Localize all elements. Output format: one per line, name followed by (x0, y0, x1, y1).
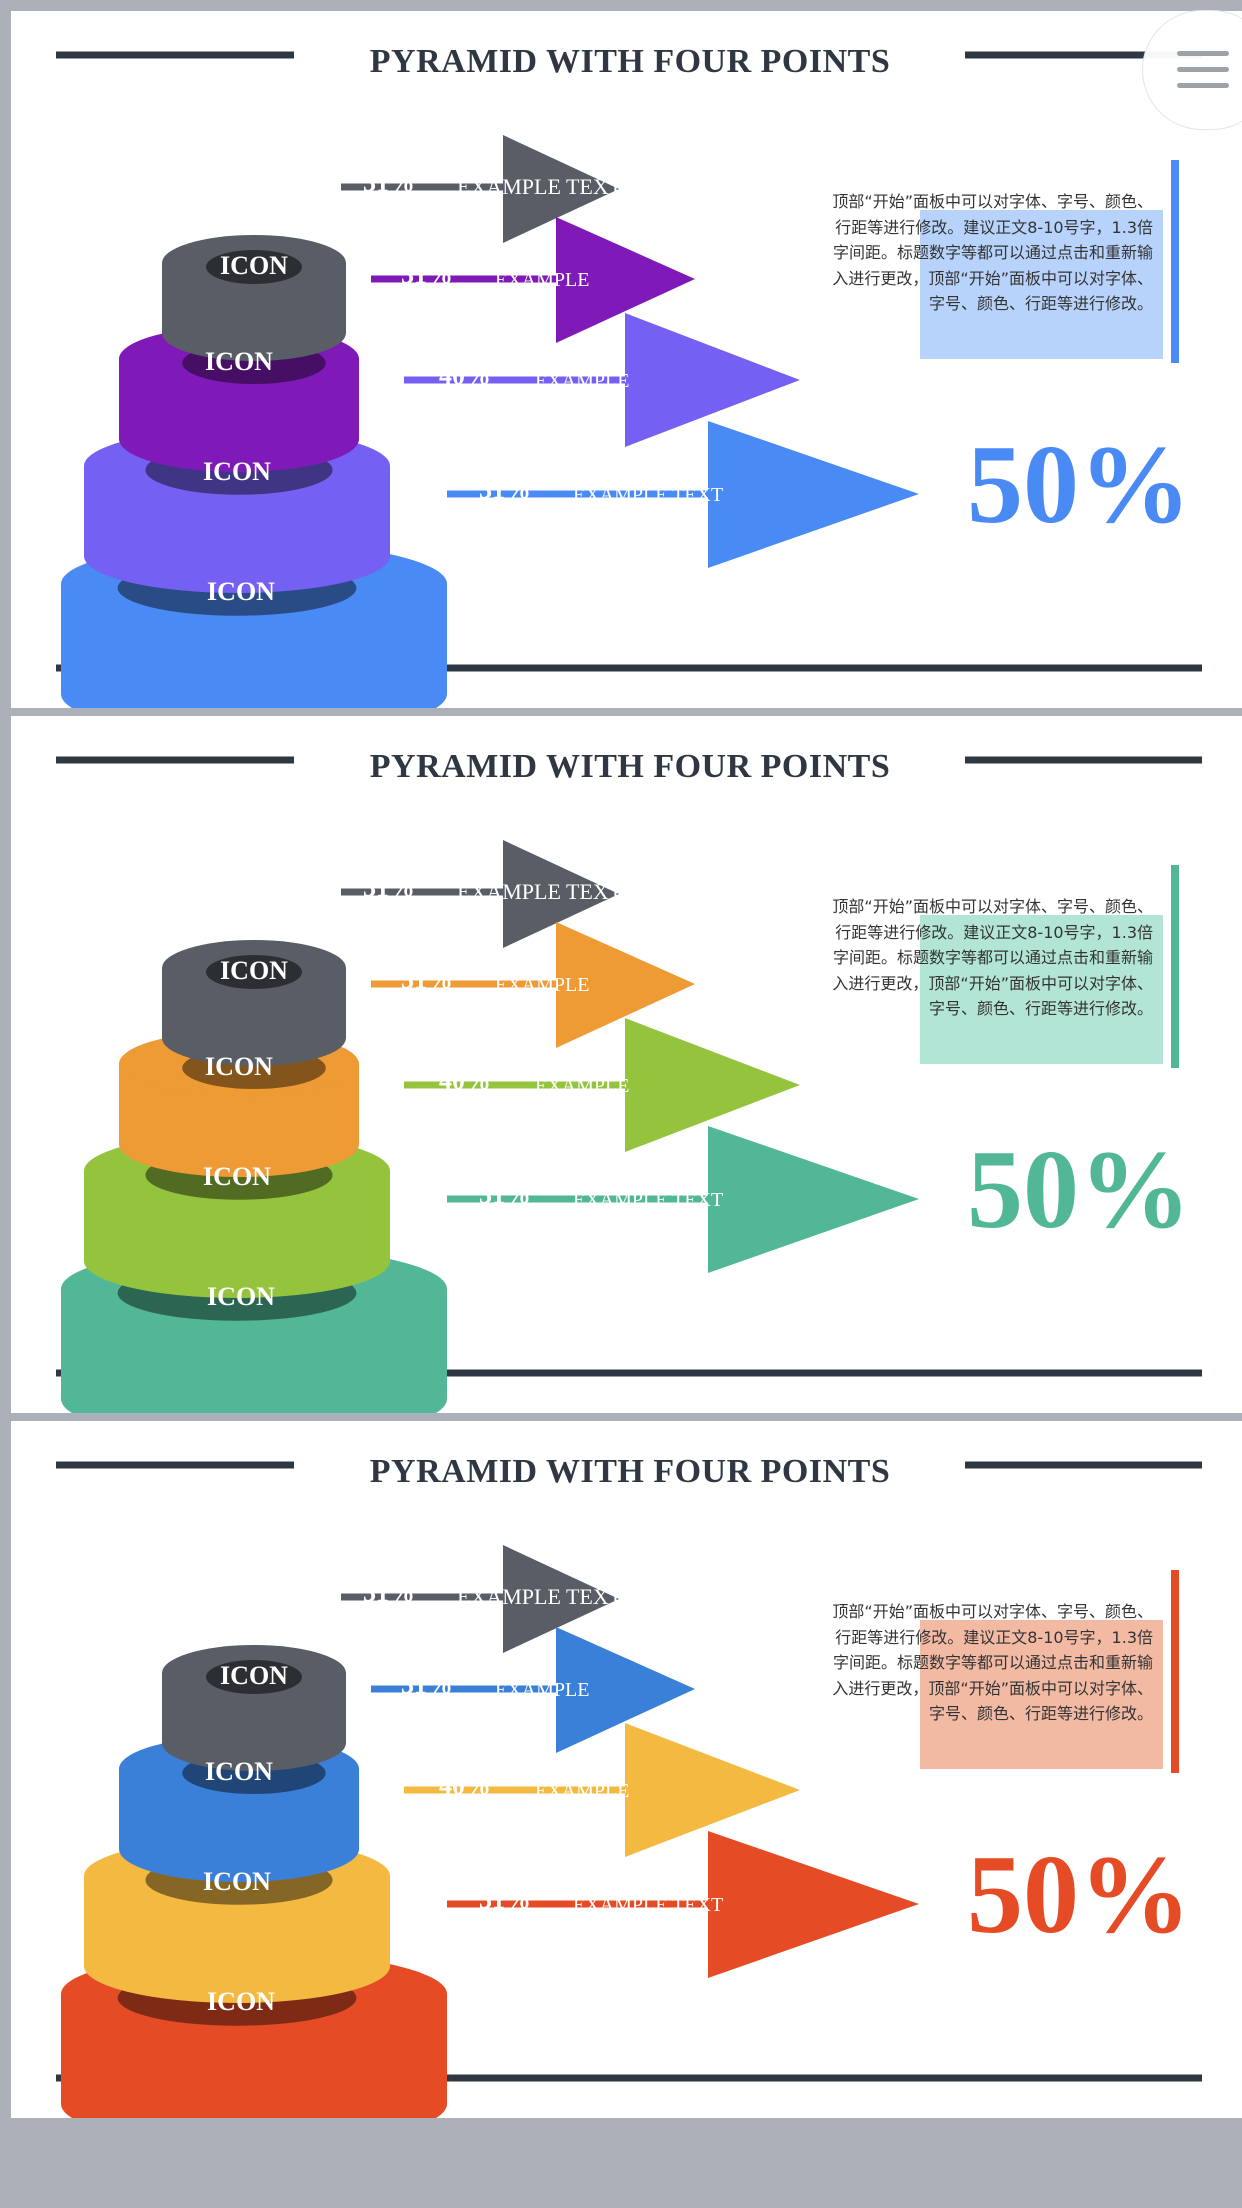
layer-percent: 31% (401, 1670, 453, 1699)
accent-bar (1171, 160, 1179, 363)
description-text: 顶部“开始”面板中可以对字体、字号、颜色、行距等进行修改。建议正文8-10号字，… (832, 897, 1153, 1018)
layer-percent: 40% (439, 1771, 491, 1800)
tier-icon-label: ICON (205, 1052, 273, 1081)
connector-3: 40% EXAMPLE (404, 1723, 800, 1857)
slide-title: PYRAMID WITH FOUR POINTS (369, 748, 891, 785)
connector-2: 31% EXAMPLE (371, 217, 695, 343)
connector-2: 31% EXAMPLE (371, 922, 695, 1048)
layer-percent: 31% (363, 168, 415, 197)
tier-icon-label: ICON (220, 1661, 288, 1690)
slide-2: 31% EXAMPLE TEXT 31% EXAMPLE 40% EXAMPLE 31% EX… (11, 716, 1242, 1413)
description-highlight (920, 1620, 1163, 1769)
pyramid-diagram: 31% EXAMPLE TEXT 31% EXAMPLE 40% EXAMPLE 31% EX… (56, 51, 1202, 708)
pyramid-tier-1 (162, 940, 346, 1066)
layer-text: EXAMPLE TEXT (457, 1584, 623, 1609)
highlight-percentage: 50% (967, 423, 1191, 547)
hamburger-menu-icon-bar (1177, 83, 1229, 88)
pyramid-diagram: 31% EXAMPLE TEXT 31% EXAMPLE 40% EXAMPLE 31% EX… (56, 756, 1202, 1413)
description-highlight (920, 210, 1163, 359)
tier-icon-label: ICON (207, 1282, 275, 1311)
description-text: 顶部“开始”面板中可以对字体、字号、颜色、行距等进行修改。建议正文8-10号字，… (832, 1602, 1153, 1723)
tier-icon-label: ICON (220, 251, 288, 280)
layer-percent: 31% (479, 1885, 531, 1914)
connector-1: 31% EXAMPLE TEXT (341, 135, 623, 243)
connector-3: 40% EXAMPLE (404, 1018, 800, 1152)
slide-title: PYRAMID WITH FOUR POINTS (369, 43, 891, 80)
connector-4: 31% EXAMPLE TEXT (447, 1126, 919, 1273)
layer-text: EXAMPLE (495, 974, 589, 996)
pyramid-top-hole (206, 250, 302, 284)
pyramid-tier-1 (162, 1645, 346, 1771)
layer-text: EXAMPLE TEXT (457, 174, 623, 199)
layer-percent: 31% (479, 475, 531, 504)
pyramid-top-hole (206, 955, 302, 989)
slide-1: 31% EXAMPLE TEXT 31% EXAMPLE 40% EXAMPLE 31% EX… (11, 11, 1242, 708)
layer-text: EXAMPLE (535, 1075, 629, 1097)
layer-percent: 40% (439, 361, 491, 390)
tier-icon-label: ICON (203, 1867, 271, 1896)
pyramid-top-hole (206, 1660, 302, 1694)
layer-text: EXAMPLE (495, 1679, 589, 1701)
menu-button[interactable] (1142, 10, 1242, 130)
layer-percent: 31% (401, 965, 453, 994)
accent-bar (1171, 1570, 1179, 1773)
layer-percent: 31% (479, 1180, 531, 1209)
accent-bar (1171, 865, 1179, 1068)
connector-3: 40% EXAMPLE (404, 313, 800, 447)
connector-2: 31% EXAMPLE (371, 1627, 695, 1753)
layer-percent: 31% (363, 1578, 415, 1607)
hamburger-menu-icon-bar (1177, 67, 1229, 72)
tier-icon-label: ICON (205, 1757, 273, 1786)
connector-4: 31% EXAMPLE TEXT (447, 421, 919, 568)
pyramid-diagram: 31% EXAMPLE TEXT 31% EXAMPLE 40% EXAMPLE 31% EX… (56, 1461, 1202, 2118)
tier-icon-label: ICON (203, 457, 271, 486)
highlight-percentage: 50% (967, 1833, 1191, 1957)
tier-icon-label: ICON (205, 347, 273, 376)
connector-4: 31% EXAMPLE TEXT (447, 1831, 919, 1978)
connector-1: 31% EXAMPLE TEXT (341, 1545, 623, 1653)
pyramid-tier-1 (162, 235, 346, 361)
layer-text: EXAMPLE TEXT (573, 1894, 723, 1916)
tier-icon-label: ICON (207, 577, 275, 606)
description-text: 顶部“开始”面板中可以对字体、字号、颜色、行距等进行修改。建议正文8-10号字，… (832, 192, 1153, 313)
hamburger-menu-icon (1177, 51, 1229, 56)
slide-3: 31% EXAMPLE TEXT 31% EXAMPLE 40% EXAMPLE 31% EX… (11, 1421, 1242, 2118)
layer-percent: 40% (439, 1066, 491, 1095)
tier-icon-label: ICON (207, 1987, 275, 2016)
layer-text: EXAMPLE (535, 370, 629, 392)
slide-title: PYRAMID WITH FOUR POINTS (369, 1453, 891, 1490)
layer-text: EXAMPLE (535, 1780, 629, 1802)
layer-text: EXAMPLE TEXT (457, 879, 623, 904)
tier-icon-label: ICON (220, 956, 288, 985)
layer-percent: 31% (401, 260, 453, 289)
layer-text: EXAMPLE TEXT (573, 484, 723, 506)
tier-icon-label: ICON (203, 1162, 271, 1191)
layer-percent: 31% (363, 873, 415, 902)
description-highlight (920, 915, 1163, 1064)
highlight-percentage: 50% (967, 1128, 1191, 1252)
layer-text: EXAMPLE TEXT (573, 1189, 723, 1211)
layer-text: EXAMPLE (495, 269, 589, 291)
connector-1: 31% EXAMPLE TEXT (341, 840, 623, 948)
